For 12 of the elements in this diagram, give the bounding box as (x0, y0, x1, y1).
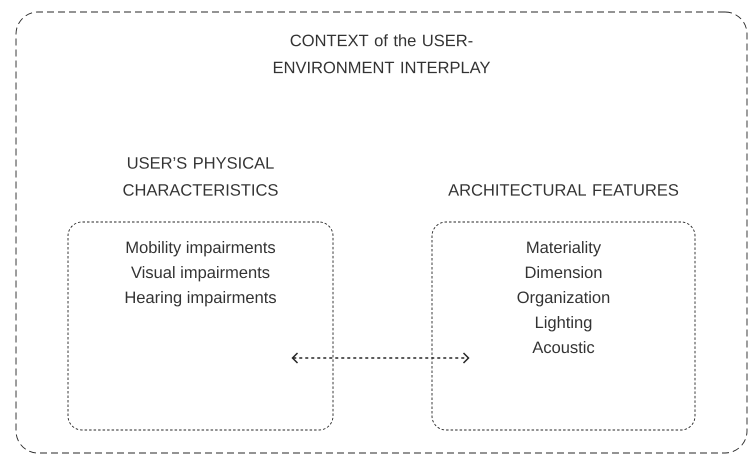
list-item: Hearing impairments (126, 291, 276, 306)
title: CONTEXT of the USER-ENVIRONMENT INTERPLAY (274, 34, 490, 74)
arrow (291, 352, 470, 364)
list-item: Visual impairments (131, 266, 270, 282)
list-item: Mobility impairments (126, 241, 276, 256)
list-item: Dimension (526, 266, 602, 278)
group-heading: USER’S PHYSICAL CHARACTERISTICS (123, 157, 278, 196)
list-item: Organization (518, 291, 610, 306)
list-item: Materiality (527, 241, 602, 256)
group-heading: ARCHITECTURAL FEATURES (448, 184, 678, 196)
list-item: Acoustic (532, 341, 594, 354)
list-item: Lighting (536, 316, 592, 332)
